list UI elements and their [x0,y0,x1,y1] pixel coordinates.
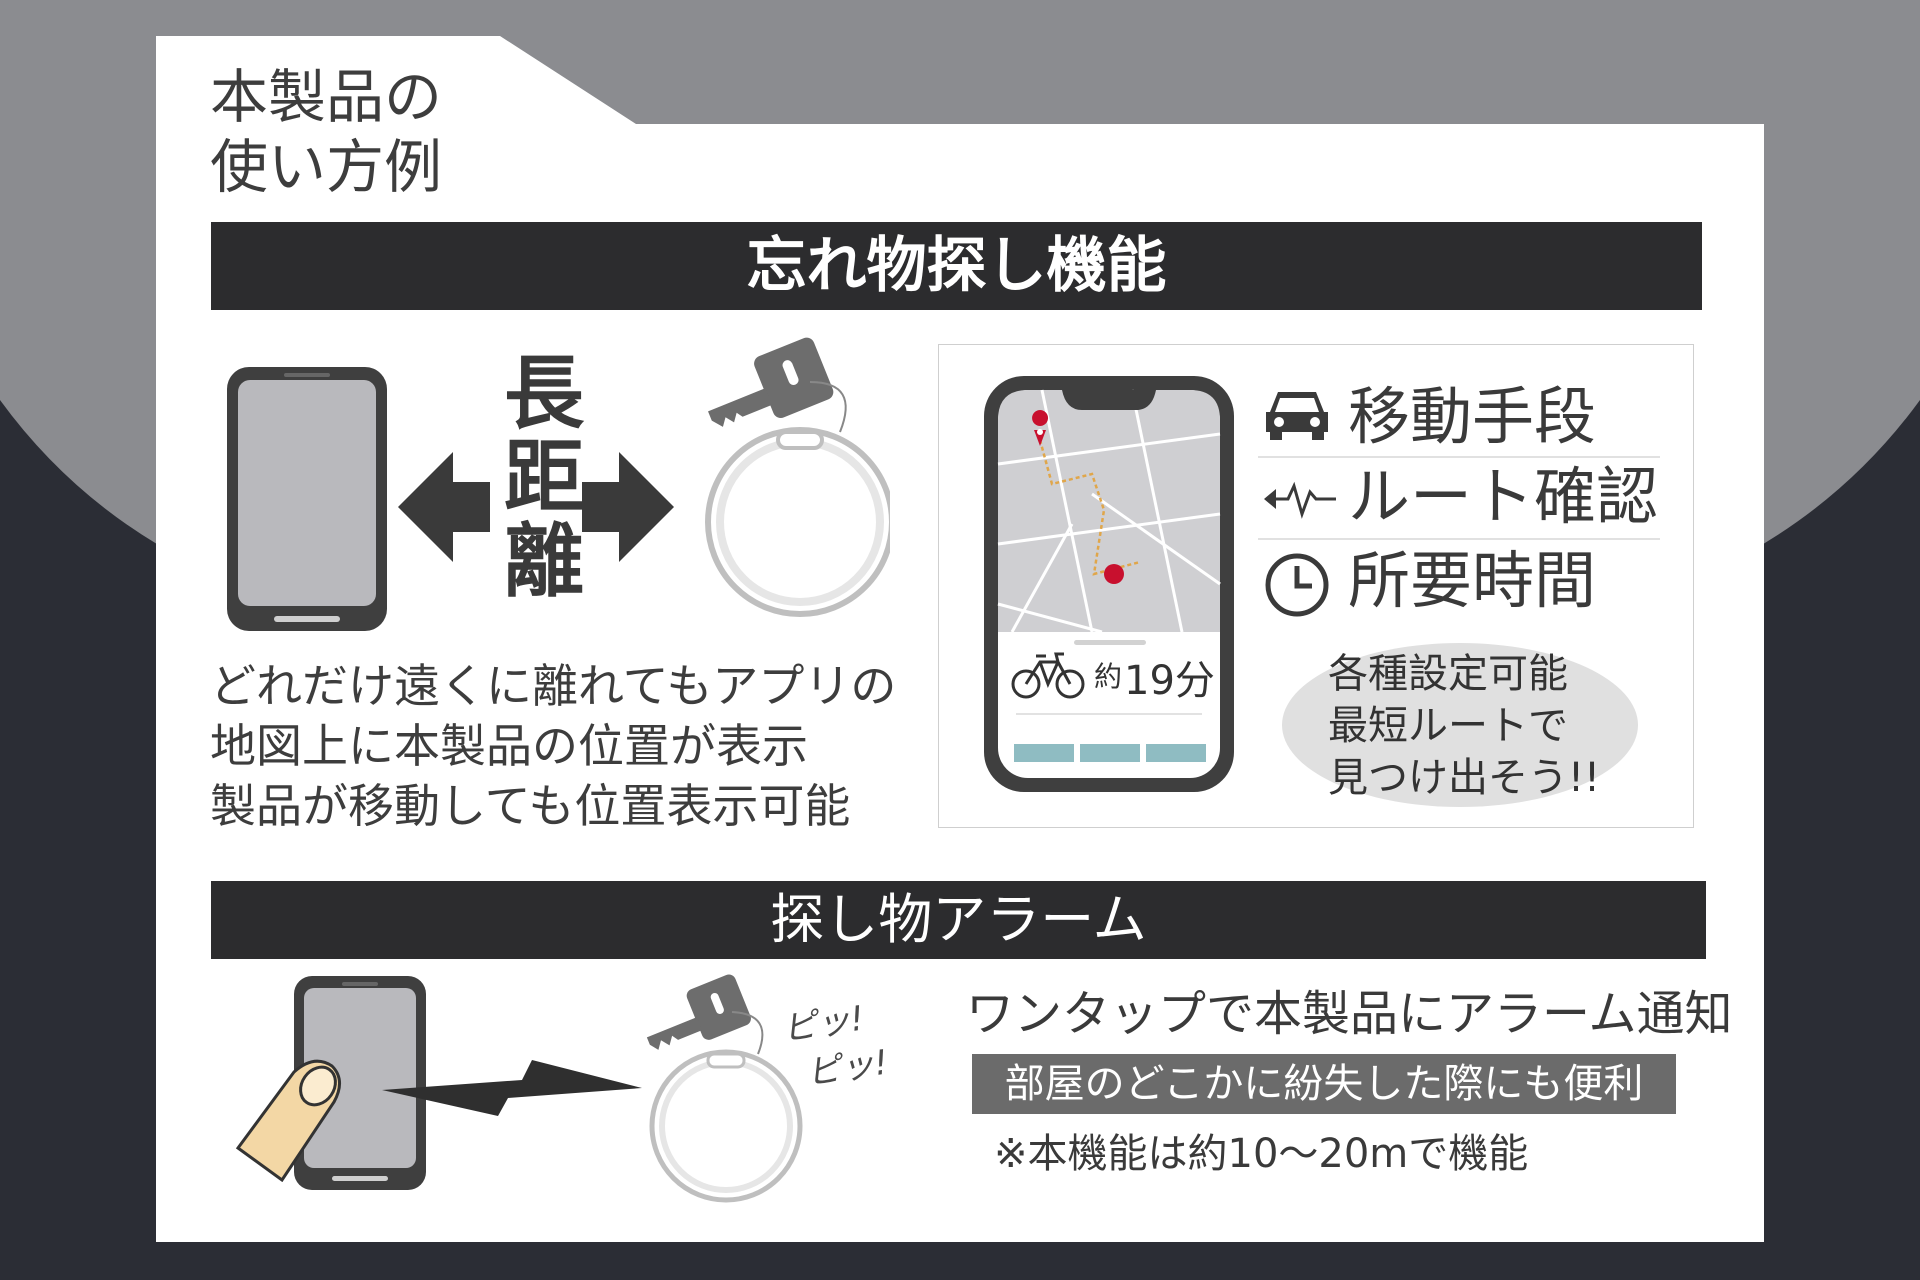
double-arrow-icon [398,452,674,562]
long-distance-char-2: 距 [504,431,584,524]
smartphone-icon [227,367,387,631]
title-line-2: 使い方例 [210,133,443,201]
description-line-3: 製品が移動しても位置表示可能 [210,779,851,833]
approx-label: 約 [1094,660,1123,693]
alarm-key-tag-icon [646,974,803,1203]
feature-route: ルート確認 [1348,460,1659,533]
bubble-line-2: 最短ルートで [1328,703,1568,749]
alarm-main-text: ワンタップで本製品にアラーム通知 [966,986,1733,1042]
long-distance-char-1: 長 [504,347,584,440]
description-line-1: どれだけ遠くに離れてもアプリの [210,659,897,713]
long-distance-label: 長 距 離 [494,352,594,604]
alarm-benefit-pill: 部屋のどこかに紛失した際にも便利 [972,1054,1676,1114]
section-alarm-title: 探し物アラーム [211,881,1706,959]
feature-divider [1258,456,1660,458]
section-lost-item-title: 忘れ物探し機能 [211,222,1702,310]
title-line-1: 本製品の [210,63,443,131]
bubble-text: 各種設定可能 最短ルートで 見つけ出そう!! [1328,648,1600,804]
route-icon [1264,481,1336,519]
page-title: 本製品の 使い方例 [210,62,442,202]
key-tag-icon [705,337,890,617]
travel-time: 19分 [1124,658,1215,704]
feature-divider [1258,538,1660,540]
car-icon [1266,392,1328,440]
long-distance-char-3: 離 [504,515,584,608]
alarm-phone-icon [294,976,426,1190]
bicycle-icon [1011,652,1085,699]
finger-tap-icon [235,1059,341,1182]
feature-duration: 所要時間 [1348,544,1597,617]
map-phone-icon [984,376,1234,792]
signal-bolt-icon [382,1060,642,1116]
clock-icon [1265,553,1329,617]
alarm-range-note: ※本機能は約10～20mで機能 [994,1131,1529,1177]
lost-item-description: どれだけ遠くに離れてもアプリの 地図上に本製品の位置が表示 製品が移動しても位置… [210,656,896,836]
description-line-2: 地図上に本製品の位置が表示 [210,719,808,773]
bubble-line-1: 各種設定可能 [1328,651,1568,697]
bubble-line-3: 見つけ出そう!! [1328,755,1601,801]
feature-transport: 移動手段 [1348,380,1597,453]
speech-bubble [1282,643,1638,807]
